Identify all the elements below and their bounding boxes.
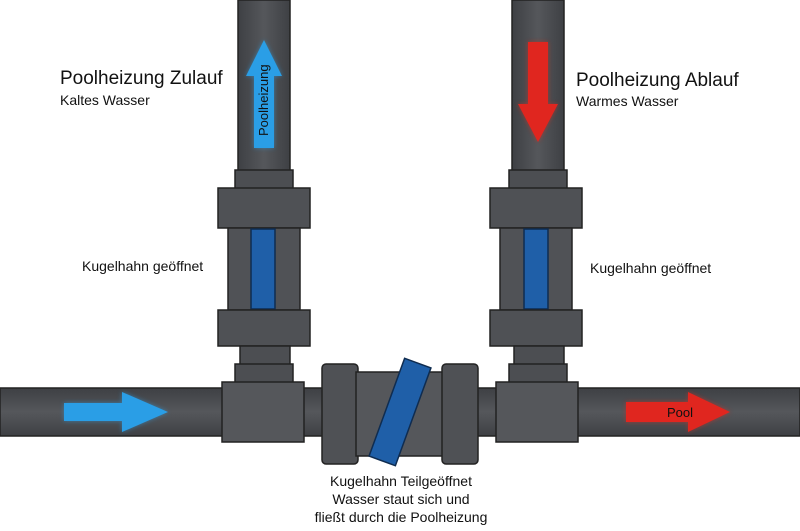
outlet-coupling-mid (513, 345, 565, 367)
outlet-coupling-low (508, 363, 568, 385)
outlet-coupling-top (508, 169, 568, 191)
inlet-valve-handle (250, 228, 276, 310)
heater-outflow-arrow (518, 42, 558, 142)
inlet-title: Poolheizung Zulauf (60, 68, 223, 89)
inlet-subtitle: Kaltes Wasser (60, 92, 150, 108)
outlet-valve-label: Kugelhahn geöffnet (590, 260, 712, 276)
caption-line-1: Kugelhahn Teilgeöffnet (330, 473, 472, 489)
caption-line-2: Wasser staut sich und (332, 491, 470, 507)
bypass-valve-nut-right (441, 363, 479, 465)
outlet-valve-nut-top (489, 187, 583, 229)
inlet-coupling-low (234, 363, 294, 385)
bypass-valve-handle (368, 357, 432, 467)
pool-arrow-label: Pool (667, 405, 693, 420)
pool-outflow-arrow (626, 392, 730, 432)
bypass-valve-caption: Kugelhahn Teilgeöffnet Wasser staut sich… (306, 473, 496, 525)
inlet-valve-nut-bottom (217, 309, 311, 347)
inlet-valve-nut-top (217, 187, 311, 229)
inlet-coupling-top (234, 169, 294, 191)
inlet-coupling-mid (239, 345, 291, 367)
outlet-valve-handle (523, 228, 549, 310)
outlet-subtitle: Warmes Wasser (576, 93, 679, 109)
outlet-title: Poolheizung Ablauf (576, 70, 739, 91)
cold-inflow-arrow (64, 392, 168, 432)
inlet-valve-label: Kugelhahn geöffnet (82, 258, 204, 274)
vertical-arrow-label: Poolheizung (256, 64, 271, 136)
bypass-valve-nut-left (321, 363, 359, 465)
heater-inflow-arrow (246, 40, 282, 148)
outlet-valve-nut-bottom (489, 309, 583, 347)
caption-line-3: fließt durch die Poolheizung (314, 509, 488, 525)
inlet-tee (221, 381, 305, 443)
outlet-tee (495, 381, 579, 443)
